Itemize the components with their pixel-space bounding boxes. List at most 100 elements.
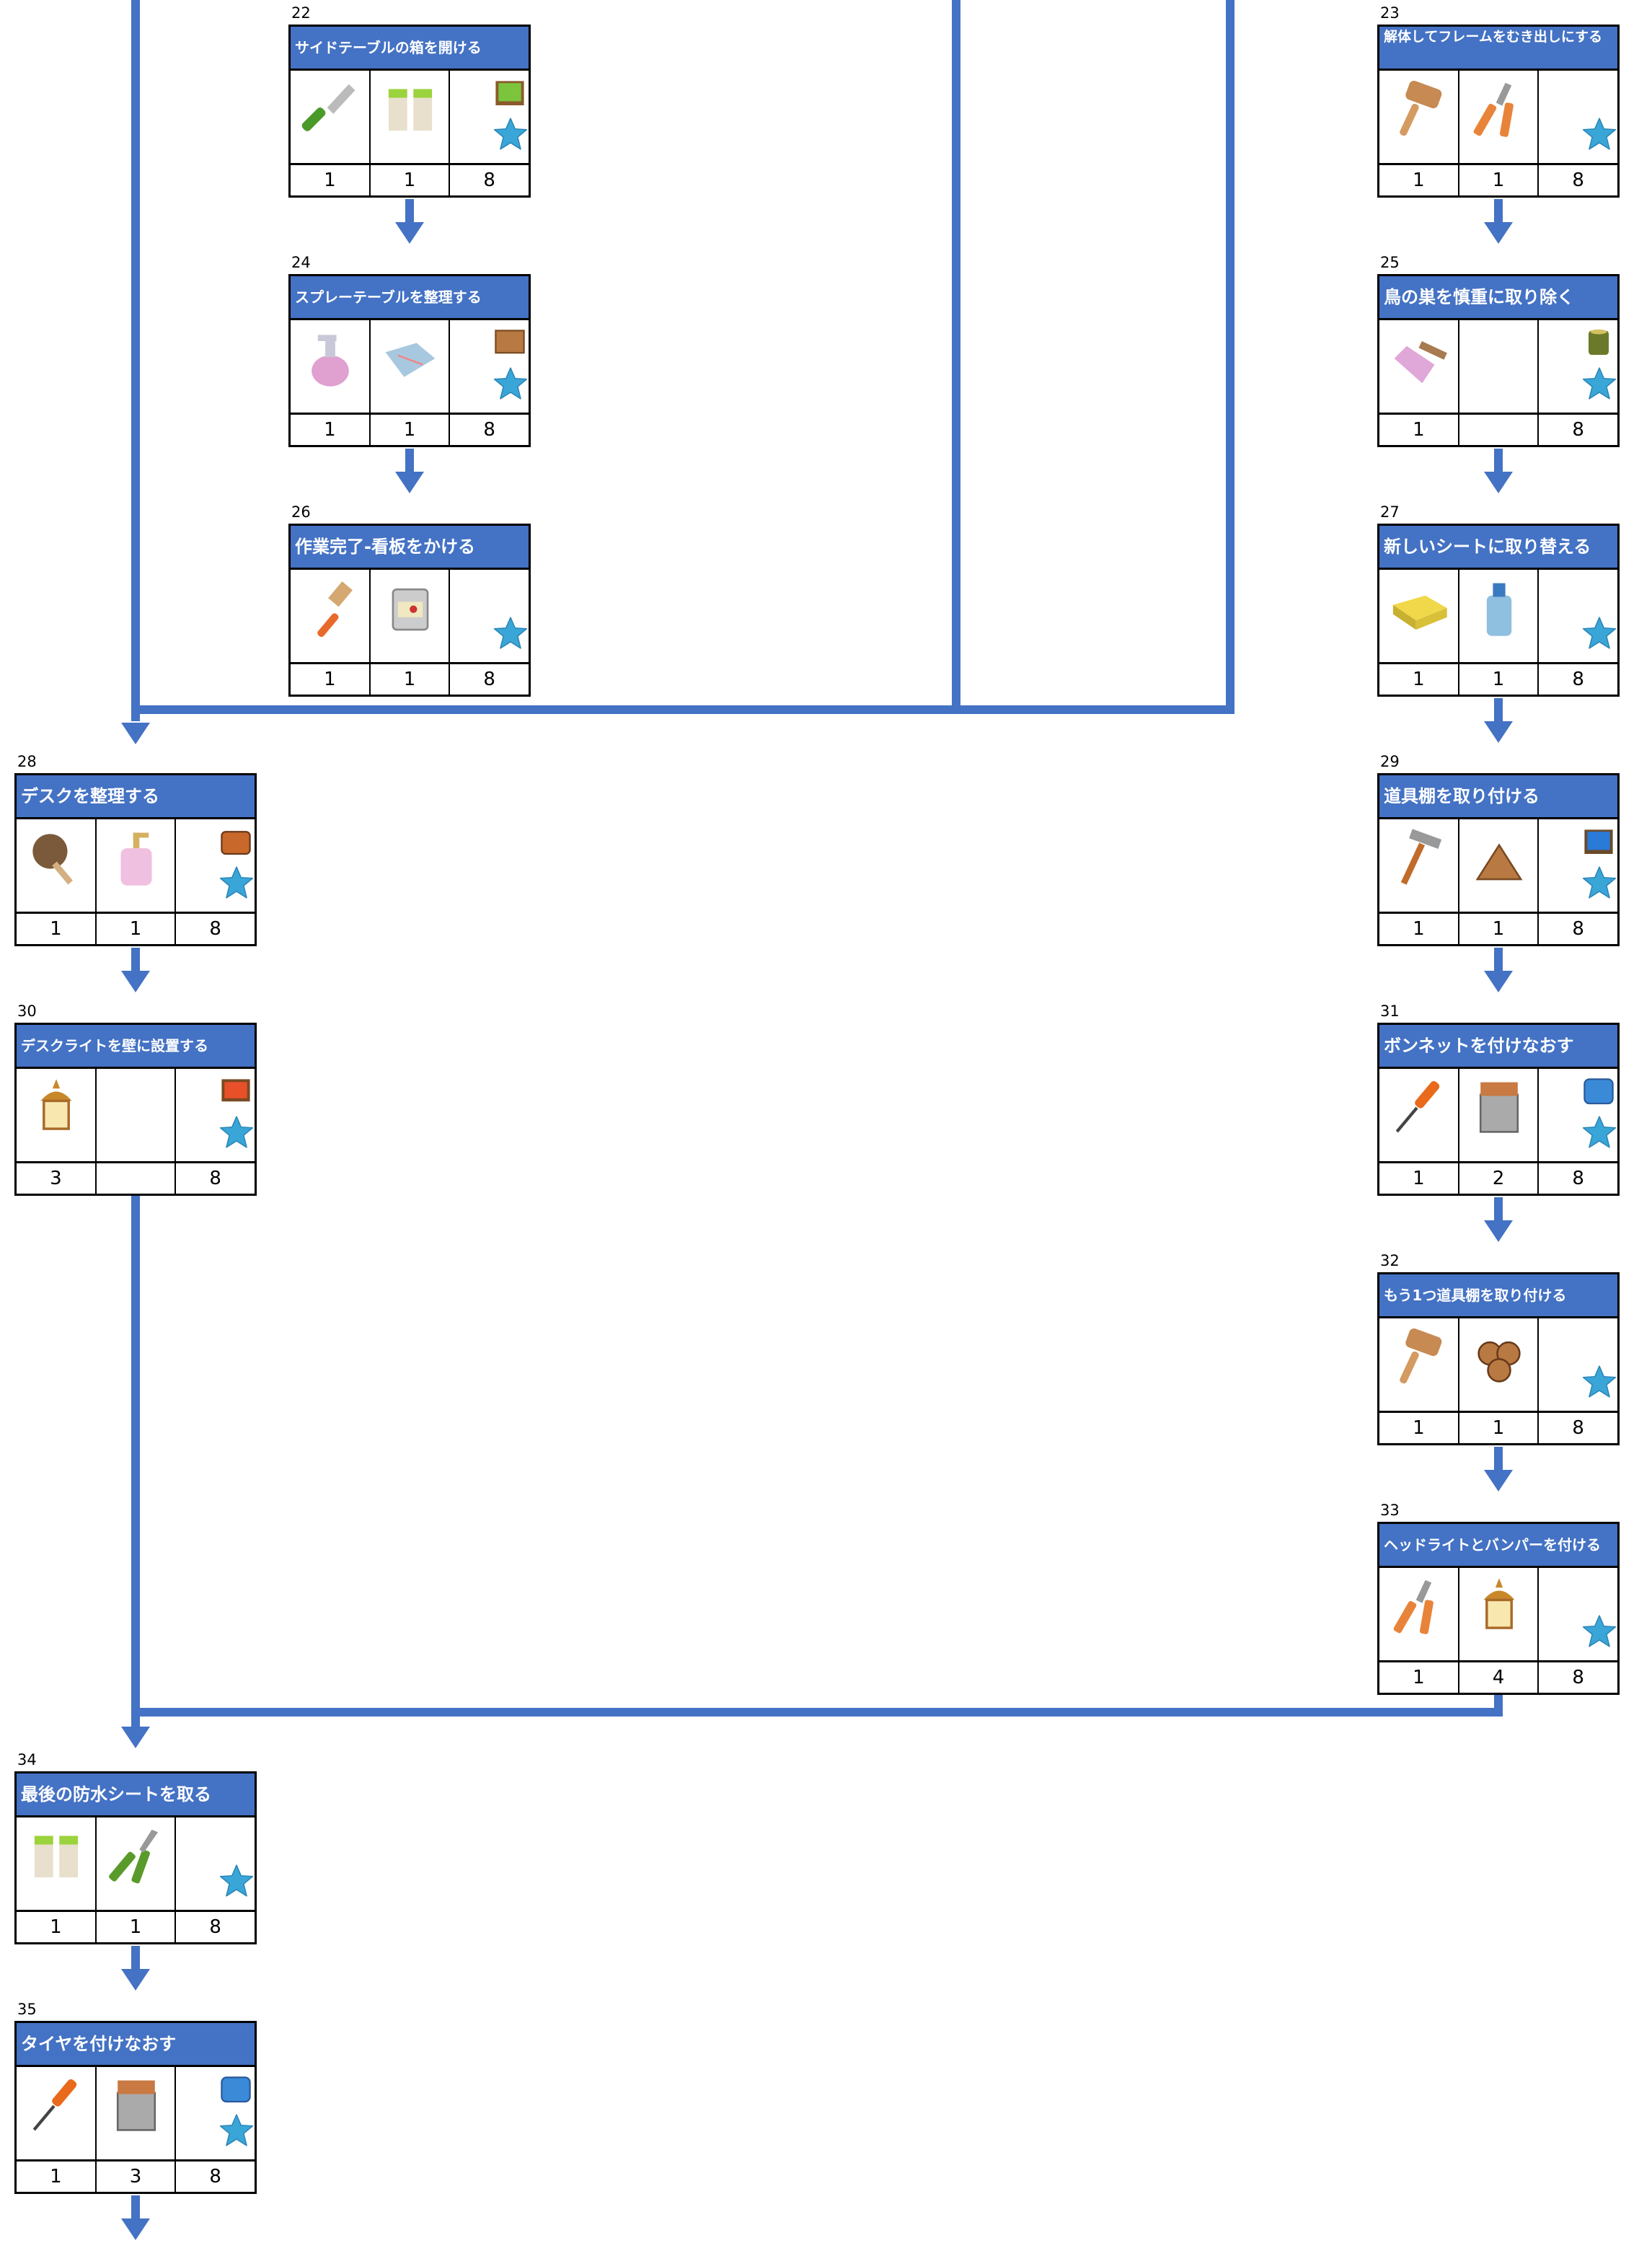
item-cell [17, 1817, 97, 1910]
cutters-icon [108, 1829, 158, 1884]
step-title: ボンネットを付けなおす [1379, 1025, 1617, 1069]
gloves-icon [388, 89, 432, 131]
wood-pile-icon [1475, 843, 1523, 881]
item-cell [291, 71, 371, 163]
star-icon [1583, 118, 1617, 150]
arrow-head-icon [1484, 222, 1513, 244]
logs-icon [1477, 1341, 1521, 1383]
item-count: 1 [17, 1912, 97, 1942]
screwdriver-icon [32, 2079, 77, 2131]
star-icon [220, 1864, 254, 1897]
step-number: 32 [1380, 1252, 1400, 1269]
item-cell [371, 71, 451, 163]
item-count: 1 [1379, 1163, 1459, 1194]
star-icon [1583, 1116, 1617, 1148]
star-icon [220, 866, 254, 899]
item-cell [17, 819, 97, 912]
screwdriver-icon [1395, 1081, 1440, 1133]
item-count: 1 [1459, 1413, 1540, 1443]
red-crate-icon [221, 1079, 250, 1102]
item-icons-row [1379, 1069, 1617, 1163]
connector-line [952, 0, 960, 714]
arrow-head-icon [1484, 1220, 1513, 1242]
orange-chest-icon [221, 831, 252, 855]
connector-line [1226, 0, 1234, 714]
item-cell [97, 2067, 177, 2159]
hammer-icon [1400, 829, 1442, 885]
item-cell [1459, 71, 1540, 163]
step-title: スプレーテーブルを整理する [291, 276, 529, 320]
item-icons-row [1379, 1568, 1617, 1662]
paint-can-icon [392, 588, 429, 631]
item-count: 1 [291, 415, 371, 445]
step-number: 28 [17, 753, 37, 770]
step-number: 34 [17, 1751, 37, 1768]
star-icon [494, 118, 528, 150]
connector-line [131, 0, 140, 721]
blue-box-icon [1584, 829, 1613, 854]
arrow-shaft [1494, 199, 1503, 224]
item-count: 1 [97, 1912, 177, 1942]
step-title: 作業完了-看板をかける [291, 526, 529, 570]
step-number: 26 [291, 503, 311, 521]
item-cell [17, 2067, 97, 2159]
item-cell [371, 570, 451, 662]
item-count: 2 [1459, 1163, 1540, 1194]
star-icon [494, 367, 528, 400]
step-number: 31 [1380, 1002, 1400, 1020]
item-count: 1 [371, 664, 451, 695]
item-cell [1379, 1069, 1459, 1161]
connector-line [131, 705, 1234, 714]
step-title: ヘッドライトとバンパーを付ける [1379, 1524, 1617, 1568]
paintbrush-icon [317, 581, 353, 638]
item-count: 1 [1379, 415, 1459, 445]
arrow-shaft [1494, 1447, 1503, 1471]
item-cell [1539, 819, 1617, 912]
star-icon [1583, 866, 1617, 899]
duster-icon [32, 834, 73, 885]
mallet-icon [1400, 1328, 1442, 1384]
item-count: 1 [1379, 1413, 1459, 1443]
item-cell [450, 320, 529, 413]
arrow-head-icon [395, 222, 424, 244]
item-count: 8 [1572, 669, 1584, 690]
arrow-head-icon [121, 971, 150, 992]
step-number: 30 [17, 1002, 37, 1020]
item-count: 1 [1379, 1662, 1459, 1693]
step-title: 鳥の巣を慎重に取り除く [1379, 276, 1617, 320]
gloves-icon [34, 1836, 79, 1878]
item-cell [176, 819, 255, 912]
item-cell [291, 570, 371, 662]
arrow-head-icon [121, 723, 150, 744]
item-cell [1459, 819, 1540, 912]
pliers-icon [1473, 82, 1514, 137]
pliers-icon [1393, 1579, 1434, 1634]
step-title: もう1つ道具棚を取り付ける [1379, 1274, 1617, 1318]
sponge-icon [1392, 595, 1447, 630]
item-cell [1539, 71, 1617, 163]
item-count: 1 [17, 2162, 97, 2192]
arrow-shaft [131, 1946, 140, 1970]
item-cell [97, 1817, 177, 1910]
item-count: 8 [1572, 169, 1584, 191]
arrow-shaft [131, 948, 140, 972]
item-count: 8 [209, 918, 221, 940]
lantern-icon [1483, 1578, 1515, 1629]
